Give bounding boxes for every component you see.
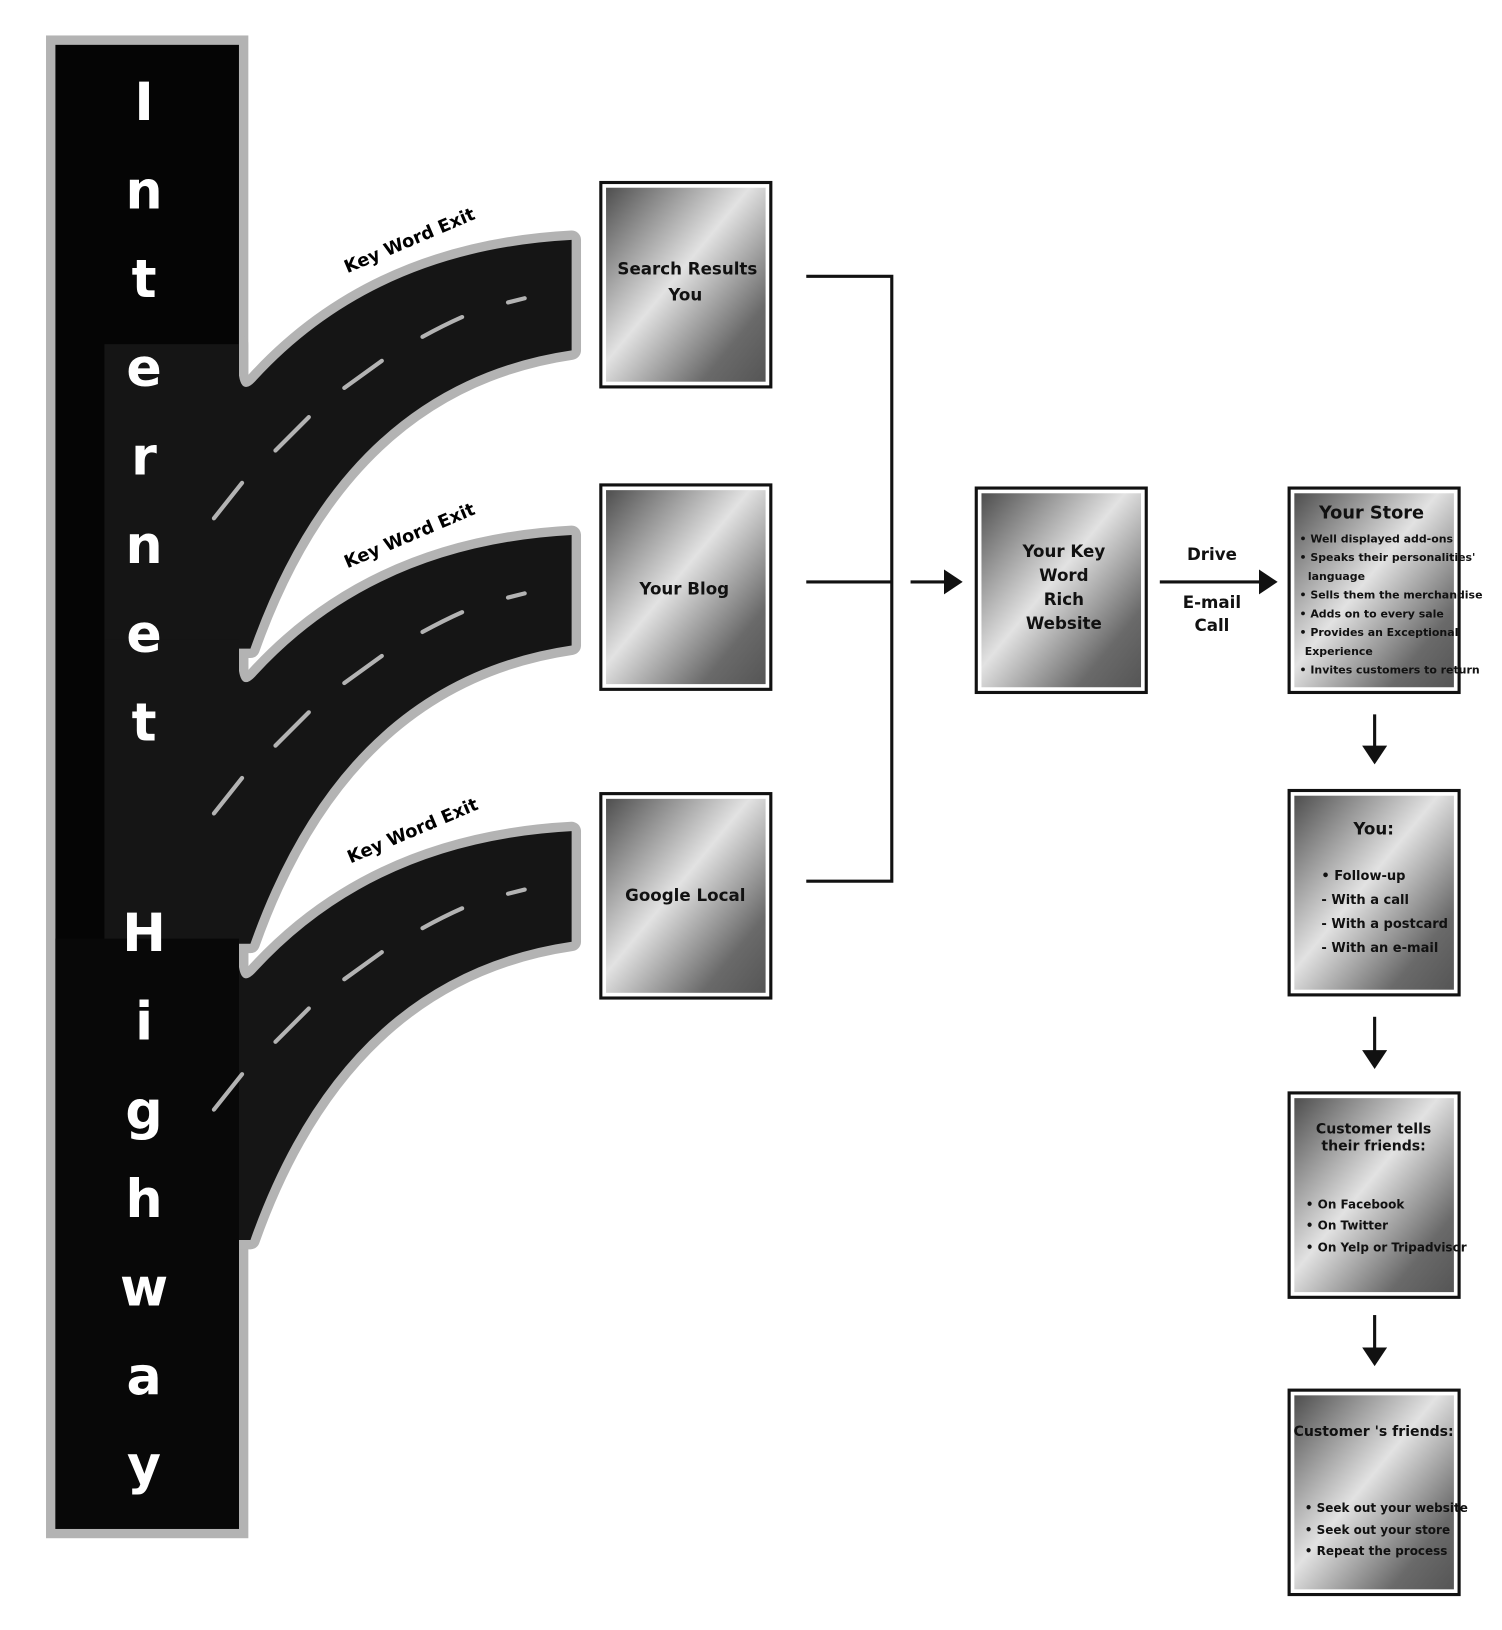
email-label: E-mail bbox=[1183, 593, 1241, 612]
highway-letter: w bbox=[120, 1259, 168, 1319]
source-box-your-blog: Your Blog bbox=[599, 483, 773, 691]
list-item: - With a postcard bbox=[1321, 917, 1448, 932]
box-text: Search Results bbox=[617, 259, 757, 278]
highway-letter: I bbox=[134, 73, 153, 133]
list-item: Experience bbox=[1305, 645, 1373, 658]
highway-letter: r bbox=[131, 428, 157, 488]
box-text: Your Blog bbox=[638, 579, 729, 598]
customer-tells-box: Customer tells their friends: • On Faceb… bbox=[1287, 1091, 1467, 1299]
list-item: • On Facebook bbox=[1306, 1198, 1406, 1212]
highway-letter: e bbox=[126, 605, 161, 665]
highway-letter: t bbox=[132, 250, 157, 310]
list-item: • Well displayed add-ons bbox=[1300, 532, 1453, 545]
website-box: Your Key Word Rich Website bbox=[974, 486, 1148, 695]
list-item: language bbox=[1308, 570, 1365, 583]
box-text: Your Key bbox=[1022, 542, 1106, 561]
box-text: Word bbox=[1039, 566, 1088, 585]
box-title: Customer 's friends: bbox=[1294, 1424, 1454, 1440]
box-text: Google Local bbox=[625, 886, 745, 905]
list-item: • Follow-up bbox=[1321, 869, 1405, 884]
customers-friends-box: Customer 's friends: • Seek out your web… bbox=[1287, 1388, 1468, 1597]
box-title: their friends: bbox=[1321, 1138, 1425, 1154]
box-text: Rich bbox=[1044, 590, 1084, 609]
source-box-google-local: Google Local bbox=[599, 792, 773, 1000]
highway-letter: n bbox=[125, 516, 162, 576]
list-item: • On Twitter bbox=[1306, 1219, 1388, 1233]
drive-connector: Drive E-mail Call bbox=[1159, 545, 1278, 635]
you-box: You: • Follow-up - With a call - With a … bbox=[1287, 788, 1461, 997]
highway-letter: n bbox=[125, 162, 162, 222]
list-item: • Speaks their personalities' bbox=[1300, 551, 1476, 564]
list-item: • Seek out your website bbox=[1305, 1501, 1468, 1515]
call-label: Call bbox=[1194, 616, 1229, 635]
highway-letter: h bbox=[125, 1170, 162, 1230]
list-item: - With an e-mail bbox=[1321, 941, 1438, 956]
list-item: • Repeat the process bbox=[1305, 1544, 1448, 1558]
drive-label: Drive bbox=[1187, 545, 1237, 564]
highway-letter: a bbox=[126, 1347, 161, 1407]
highway-letter: e bbox=[126, 339, 161, 399]
list-item: • On Yelp or Tripadvisor bbox=[1306, 1240, 1467, 1254]
highway-letter: H bbox=[122, 904, 166, 964]
box-title: Customer tells bbox=[1316, 1122, 1431, 1138]
merge-bracket bbox=[806, 274, 963, 883]
store-box: Your Store • Well displayed add-ons • Sp… bbox=[1287, 486, 1483, 695]
lane-dashes bbox=[211, 296, 527, 1112]
highway-title: I n t e r n e t H i g h w a y bbox=[120, 73, 168, 1496]
highway-letter: g bbox=[125, 1081, 162, 1141]
highway-letter: i bbox=[135, 993, 153, 1053]
box-title: You: bbox=[1352, 819, 1394, 838]
box-text: You bbox=[667, 285, 702, 304]
highway-letter: y bbox=[127, 1436, 161, 1496]
list-item: • Provides an Exceptional bbox=[1300, 626, 1459, 639]
box-title: Your Store bbox=[1318, 503, 1424, 523]
box-text: Website bbox=[1026, 614, 1102, 633]
highway-road bbox=[55, 44, 572, 1529]
highway-letter: t bbox=[132, 693, 157, 753]
list-item: • Seek out your store bbox=[1305, 1523, 1450, 1537]
list-item: • Adds on to every sale bbox=[1300, 607, 1444, 620]
source-box-search-results: Search Results You bbox=[599, 180, 773, 389]
list-item: - With a call bbox=[1321, 893, 1409, 908]
list-item: • Invites customers to return bbox=[1300, 664, 1480, 677]
list-item: • Sells them the merchandise bbox=[1300, 589, 1483, 602]
